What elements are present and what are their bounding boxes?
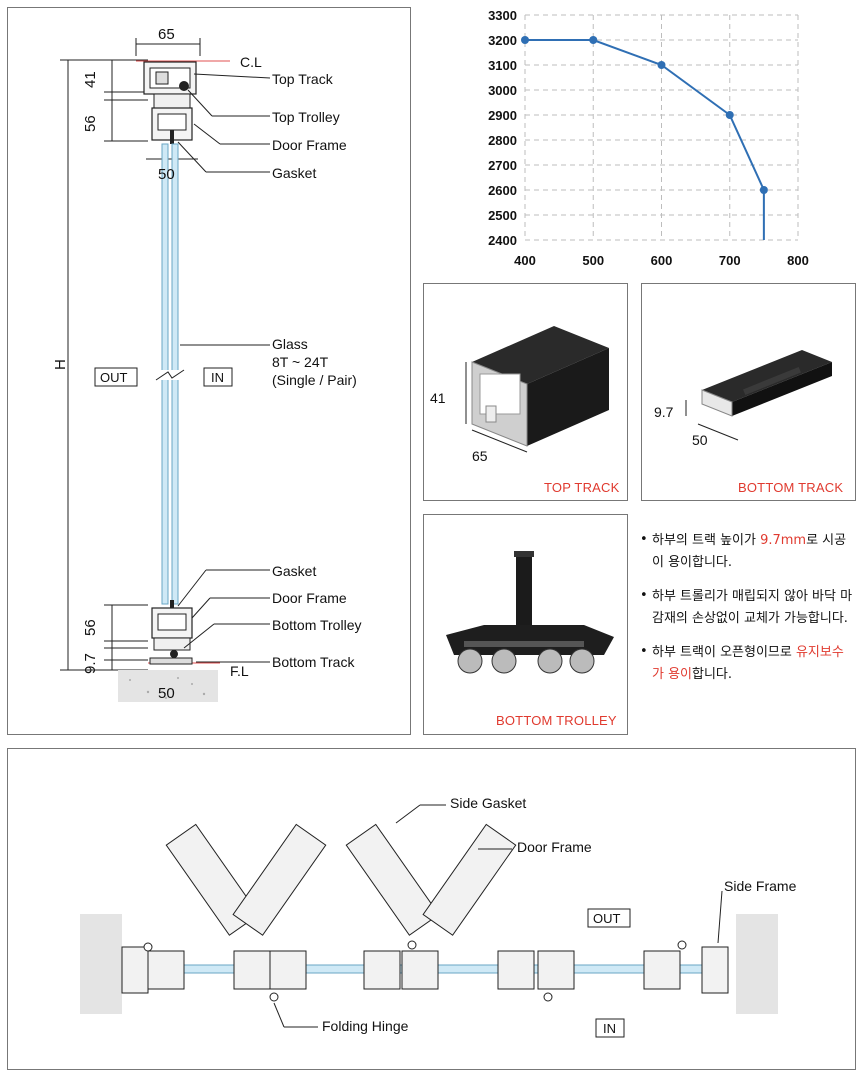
fl-label: F.L [230,663,249,679]
callout-gasket-top: Gasket [272,165,317,181]
callout-glass-2: 8T ~ 24T [272,354,329,370]
in-label: IN [211,370,224,385]
bottom-track-caption: BOTTOM TRACK [738,480,844,495]
y-tick-label: 2500 [488,208,517,223]
bottom-track-panel: 9.7 50 BOTTOM TRACK [641,283,856,501]
bottom-track-dim-w: 50 [692,432,708,448]
y-tick-label: 2800 [488,133,517,148]
dim-mid-width: 50 [158,166,175,183]
plan-out-label: OUT [593,911,621,926]
out-label: OUT [100,370,128,385]
dim-top-track-h: 41 [82,71,99,88]
data-point [589,36,598,44]
callout-gasket-bottom: Gasket [272,563,317,579]
dim-bottom-width: 50 [158,685,175,702]
top-track-panel: 41 65 TOP TRACK [423,283,628,501]
dim-top-width: 65 [158,26,175,43]
callout-top-trolley: Top Trolley [272,109,340,125]
dim-bottom-track-h: 9.7 [82,653,99,674]
feature-notes: 하부의 트랙 높이가 9.7mm로 시공이 용이합니다. 하부 트롤리가 매립되… [638,529,853,698]
y-tick-label: 3200 [488,33,517,48]
x-tick-label: 600 [651,253,673,268]
y-tick-label: 2700 [488,158,517,173]
note-item: 하부의 트랙 높이가 9.7mm로 시공이 용이합니다. [638,529,853,574]
callout-door-frame-bottom: Door Frame [272,590,347,606]
callout-glass-3: (Single / Pair) [272,372,357,388]
plan-drawing [80,804,778,1038]
x-tick-label: 800 [787,253,809,268]
top-track-image [465,326,609,453]
top-track-caption: TOP TRACK [544,480,620,495]
plan-side-gasket: Side Gasket [450,795,527,811]
top-track-dim-w: 65 [472,448,488,464]
bottom-door-frame-section [149,600,193,665]
data-point [725,111,734,119]
data-point [521,36,529,44]
x-tick-label: 500 [582,253,604,268]
callout-glass-1: Glass [272,336,308,352]
plan-side-frame: Side Frame [724,878,797,894]
y-tick-label: 3000 [488,83,517,98]
dim-top-frame-h: 56 [82,115,99,132]
note-item: 하부 트롤리가 매립되지 않아 바닥 마감재의 손상없이 교체가 가능합니다. [638,585,853,630]
plan-door-frame: Door Frame [517,839,592,855]
y-tick-label: 2600 [488,183,517,198]
section-panel: 65 C.L 41 56 50 H OUT IN 56 9.7 F.L 50 T… [7,7,411,735]
top-door-frame-section [151,93,193,144]
data-point [759,186,768,194]
y-tick-label: 3300 [488,8,517,23]
data-point [657,61,666,69]
bottom-track-dim-h: 9.7 [654,404,674,420]
height-width-chart: 400 500 600 700 800 2400 2500 2600 2700 2800 2900 3… [488,8,809,268]
note-item: 하부 트랙이 오픈형이므로 유지보수가 용이합니다. [638,641,853,686]
series-line [525,39,765,240]
x-tick-label: 700 [719,253,741,268]
callout-bottom-trolley: Bottom Trolley [272,617,362,633]
bottom-trolley-panel: BOTTOM TROLLEY [423,514,628,735]
top-track-section [143,61,197,95]
dim-overall: H [52,359,69,370]
plan-panel: Side Gasket Door Frame Side Frame OUT IN… [7,748,856,1070]
y-tick-label: 2900 [488,108,517,123]
top-track-dim-h: 41 [430,390,446,406]
bottom-trolley-image [446,551,614,674]
bottom-track-image [685,350,832,441]
section-drawing [60,38,271,702]
callout-door-frame-top: Door Frame [272,137,347,153]
plan-folding-hinge: Folding Hinge [322,1018,409,1034]
callout-bottom-track: Bottom Track [272,654,355,670]
y-tick-label: 2400 [488,233,517,248]
dim-bottom-frame-h: 56 [82,619,99,636]
plan-in-label: IN [603,1021,616,1036]
callout-top-track: Top Track [272,71,333,87]
x-tick-label: 400 [514,253,536,268]
y-tick-label: 3100 [488,58,517,73]
cl-label: C.L [240,54,262,70]
bottom-trolley-caption: BOTTOM TROLLEY [496,713,617,728]
